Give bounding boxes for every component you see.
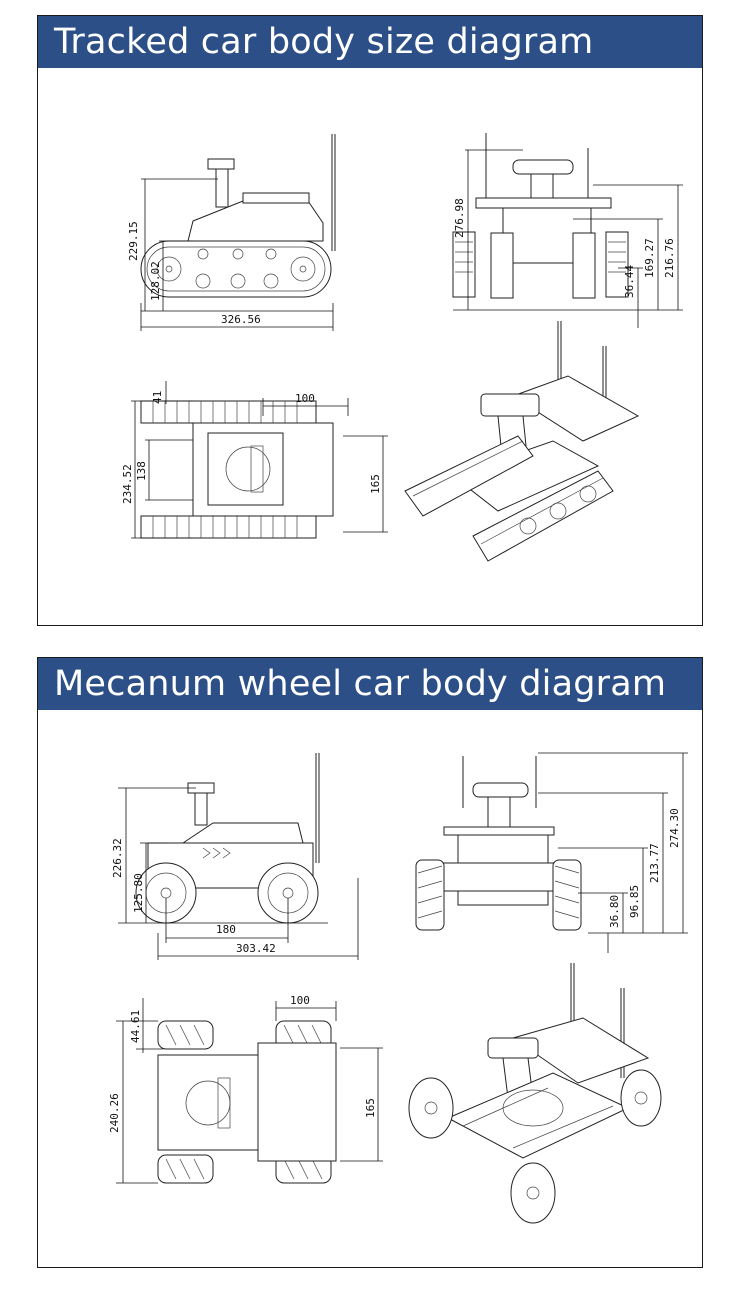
tracked-side-height-body: 128.02 bbox=[149, 261, 162, 301]
tracked-iso-view bbox=[393, 316, 653, 576]
tracked-front-height-mid: 216.76 bbox=[663, 238, 676, 278]
mecanum-top-wheel-width: 44.61 bbox=[129, 1010, 142, 1043]
mecanum-title: Mecanum wheel car body diagram bbox=[38, 658, 702, 710]
mecanum-iso-view bbox=[403, 958, 663, 1224]
tracked-side-height-total: 229.15 bbox=[127, 221, 140, 261]
tracked-top-offset: 100 bbox=[295, 392, 315, 405]
mecanum-side-height-total: 226.32 bbox=[111, 838, 124, 878]
tracked-top-view: 41 100 234.52 138 165 bbox=[93, 376, 388, 551]
mecanum-top-width-total: 240.26 bbox=[108, 1093, 121, 1133]
tracked-front-height-total: 276.98 bbox=[453, 198, 466, 238]
mecanum-front-clearance: 36.80 bbox=[608, 895, 621, 928]
mecanum-top-drawing: 44.61 100 240.26 165 bbox=[108, 994, 383, 1184]
mecanum-iso-drawing bbox=[408, 963, 662, 1224]
tracked-front-view: 276.98 216.76 169.27 36.44 bbox=[413, 128, 683, 328]
mecanum-front-height-mid: 213.77 bbox=[648, 843, 661, 883]
tracked-front-drawing: 276.98 216.76 169.27 36.44 bbox=[452, 133, 683, 328]
mecanum-panel: Mecanum wheel car body diagram bbox=[37, 657, 703, 1268]
mecanum-side-view: 226.32 125.80 180 303.42 bbox=[88, 748, 368, 968]
mecanum-side-height-body: 125.80 bbox=[132, 873, 145, 913]
tracked-side-view: 229.15 128.02 326.56 bbox=[93, 131, 353, 341]
tracked-top-drawing: 41 100 234.52 138 165 bbox=[121, 381, 388, 539]
mecanum-top-rail-width: 165 bbox=[364, 1098, 377, 1118]
mecanum-top-offset: 100 bbox=[290, 994, 310, 1007]
mecanum-top-view: 44.61 100 240.26 165 bbox=[78, 993, 383, 1193]
mecanum-side-wheelbase: 180 bbox=[216, 923, 236, 936]
mecanum-side-drawing: 226.32 125.80 180 303.42 bbox=[111, 753, 359, 960]
mecanum-side-length: 303.42 bbox=[236, 942, 276, 955]
tracked-front-clearance: 36.44 bbox=[623, 265, 636, 298]
mecanum-front-height-total: 274.30 bbox=[668, 808, 681, 848]
tracked-top-rail-width: 165 bbox=[369, 474, 382, 494]
tracked-top-track-width: 41 bbox=[151, 391, 164, 404]
tracked-iso-drawing bbox=[404, 321, 640, 562]
tracked-front-height-camera: 169.27 bbox=[643, 238, 656, 278]
tracked-side-drawing: 229.15 128.02 326.56 bbox=[127, 134, 336, 331]
tracked-panel: Tracked car body size diagram bbox=[37, 15, 703, 626]
tracked-top-width-total: 234.52 bbox=[121, 464, 134, 504]
tracked-side-length: 326.56 bbox=[221, 313, 261, 326]
mecanum-front-height-body: 96.85 bbox=[628, 885, 641, 918]
mecanum-front-view: 274.30 213.77 96.85 36.80 bbox=[408, 748, 688, 968]
tracked-top-inner-width: 138 bbox=[135, 461, 148, 481]
tracked-title: Tracked car body size diagram bbox=[38, 16, 702, 68]
mecanum-front-drawing: 274.30 213.77 96.85 36.80 bbox=[415, 752, 688, 953]
